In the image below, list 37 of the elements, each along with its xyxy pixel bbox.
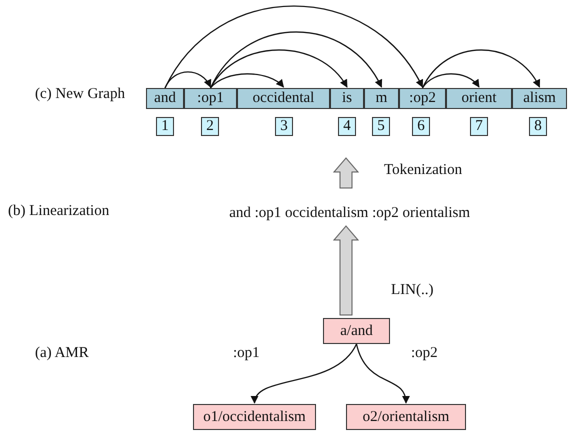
arc-arrow [164,6,424,88]
arc-arrow [210,32,382,88]
index-box: 4 [338,117,356,136]
token-box: m [364,88,399,109]
edge-label: :op1 [233,345,260,362]
section-label: (a) AMR [35,345,89,362]
index-box: 2 [201,117,219,136]
index-box: 7 [470,117,488,136]
index-box: 1 [156,117,174,136]
arc-arrow [422,73,480,88]
arrow [252,344,357,404]
section-label: (c) New Graph [35,86,125,103]
amr-node: a/and [323,318,390,344]
token-box: alism [512,88,567,109]
token-box: is [330,88,364,109]
arc-arrow [210,49,348,88]
index-box: 5 [372,117,390,136]
edge-label: LIN(..) [391,282,434,299]
amr-node: o1/occidentalism [193,404,316,430]
token-box: orient [446,88,512,109]
block-arrow [332,225,360,316]
edge-label: Tokenization [384,162,462,179]
token-box: :op2 [399,88,446,109]
amr-node: o2/orientalism [346,404,466,430]
edge-label: :op2 [411,345,438,362]
index-box: 8 [529,117,547,136]
index-box: 6 [412,117,430,136]
index-box: 3 [275,117,293,136]
token-box: :op1 [184,88,237,109]
token-box: occidental [237,88,330,109]
arc-arrow [422,49,540,88]
arc-arrow [210,73,284,88]
block-arrow [332,157,360,188]
arrow [356,344,410,404]
token-box: and [146,88,184,109]
linearized-text: and :op1 occidentalism :op2 orientalism [229,203,470,223]
section-label: (b) Linearization [8,203,110,220]
